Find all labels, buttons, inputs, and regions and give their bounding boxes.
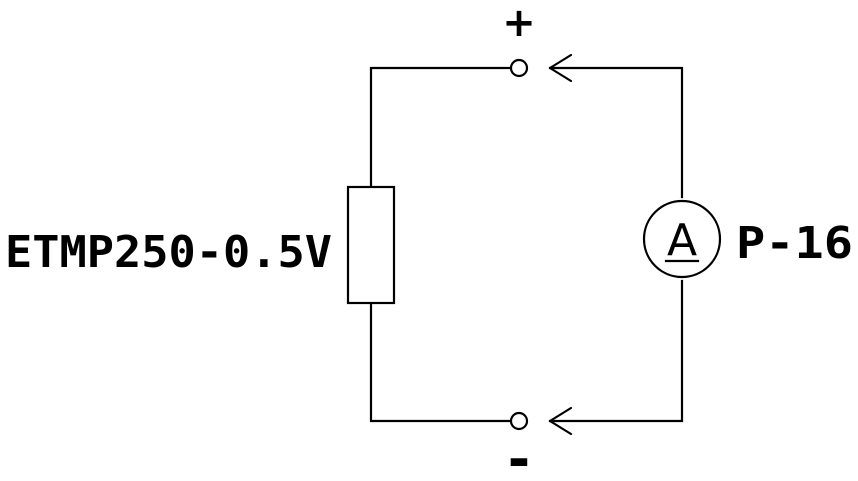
- positive-label: +: [502, 0, 536, 46]
- left-top-wire: [369, 66, 513, 189]
- right-top-wire: [548, 66, 684, 199]
- left-bottom-wire: [369, 301, 513, 423]
- top-arrow-icon: [548, 53, 573, 83]
- meter-label: P-16: [736, 218, 853, 269]
- negative-terminal: [509, 411, 529, 431]
- negative-label: -: [508, 428, 530, 481]
- resistor-symbol: [346, 185, 396, 305]
- ammeter-letter: A: [667, 215, 697, 266]
- positive-terminal: [509, 58, 529, 78]
- bottom-arrow-icon: [548, 406, 573, 436]
- ammeter-symbol: [642, 199, 722, 279]
- resistor-label: ETMP250-0.5V: [5, 227, 332, 278]
- right-bottom-wire: [548, 279, 684, 423]
